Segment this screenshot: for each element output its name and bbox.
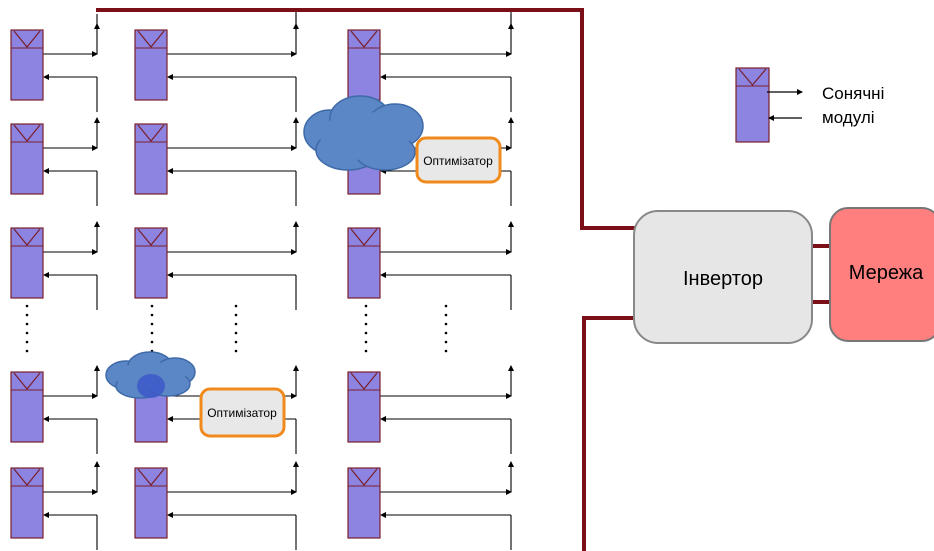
solar-panel-1-1 [10,29,44,101]
dc-bus-top [96,8,636,230]
continuation-dot [25,322,29,326]
panel-array [10,29,381,539]
legend-label-line2: модулі [822,108,875,127]
continuation-dot [364,304,368,308]
solar-panel-3-3 [347,227,381,299]
optimizer-1: Оптимізатор [415,136,502,184]
optimizer-1-label: Оптимізатор [423,154,493,168]
solar-panel-3-4 [347,371,381,443]
solar-panel-3-1 [347,29,381,101]
continuation-dot [150,340,154,344]
continuation-dot [234,304,238,308]
legend: Сонячні модулі [735,67,884,143]
continuation-dot [234,349,238,353]
continuation-dot [150,304,154,308]
solar-panel-1-2 [10,123,44,195]
continuation-dot [150,313,154,317]
optimizer-2: Оптимізатор [199,387,286,438]
continuation-dot [444,349,448,353]
solar-panel-1-4 [10,371,44,443]
continuation-dot [364,340,368,344]
solar-panel-2-3 [134,227,168,299]
continuation-dot [444,304,448,308]
solar-panel-3-5 [347,467,381,539]
shaded-panel-highlight [137,374,165,398]
continuation-dot [150,331,154,335]
string-wiring [43,12,514,550]
continuation-dot [25,340,29,344]
continuation-dot [444,331,448,335]
continuation-dot [25,304,29,308]
continuation-dot [444,313,448,317]
continuation-dot [364,313,368,317]
inverter-label: Інвертор [683,268,763,290]
solar-panel-2-5 [134,467,168,539]
optimizer-2-label: Оптимізатор [207,406,277,420]
continuation-dots [25,304,448,353]
solar-panel-1-3 [10,227,44,299]
continuation-dot [150,322,154,326]
solar-panel-2-1 [134,29,168,101]
continuation-dot [25,313,29,317]
continuation-dot [25,349,29,353]
continuation-dot [25,331,29,335]
grid-box: Мережа [829,207,934,342]
continuation-dot [444,322,448,326]
continuation-dot [234,322,238,326]
cloud-shading-1 [303,95,424,171]
legend-label-line1: Сонячні [822,84,884,103]
continuation-dot [364,349,368,353]
legend-solar-panel [735,67,770,143]
solar-panel-2-2 [134,123,168,195]
continuation-dot [364,331,368,335]
continuation-dot [444,340,448,344]
continuation-dot [234,313,238,317]
continuation-dot [234,331,238,335]
solar-panel-1-5 [10,467,44,539]
inverter-box: Інвертор [633,210,813,344]
grid-label: Мережа [849,262,924,284]
legend-panel-icon [735,67,770,143]
dc-bus-bottom [582,316,636,551]
continuation-dot [364,322,368,326]
continuation-dot [234,340,238,344]
